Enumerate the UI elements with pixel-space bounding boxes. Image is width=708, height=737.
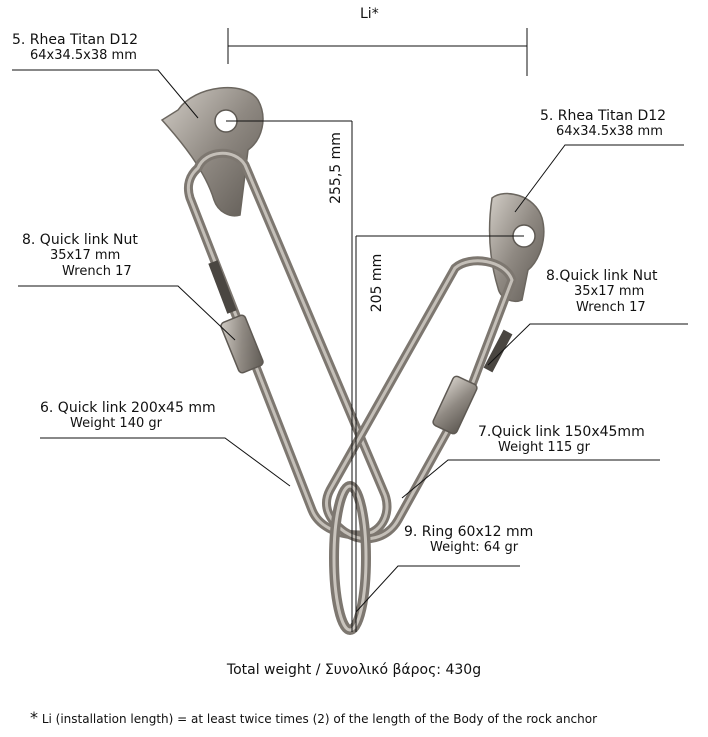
height-dimensions [226, 120, 524, 632]
label-ring-weight: Weight: 64 gr [430, 540, 519, 555]
total-weight: Total weight / Συνολικό βάρος: 430g [226, 662, 482, 678]
label-link-left: 6. Quick link 200x45 mm Weight 140 gr [40, 400, 216, 432]
label-link-left-weight: Weight 140 gr [70, 416, 162, 431]
label-hanger-left-name: 5. Rhea Titan D12 [12, 32, 139, 48]
label-ring: 9. Ring 60x12 mm Weight: 64 gr [404, 524, 533, 556]
li-dimension-label: Li* [360, 6, 379, 22]
label-nut-right-wrench: Wrench 17 [576, 300, 646, 315]
footnote-text: Li (installation length) = at least twic… [41, 712, 598, 726]
label-hanger-right-name: 5. Rhea Titan D12 [540, 108, 667, 124]
label-nut-left: 8. Quick link Nut 35x17 mm Wrench 17 [22, 232, 138, 280]
quick-link-right [322, 256, 517, 544]
footnote: * Li (installation length) = at least tw… [30, 708, 597, 727]
label-link-right-name: 7.Quick link 150x45mm [478, 424, 645, 440]
label-link-right: 7.Quick link 150x45mm Weight 115 gr [478, 424, 645, 456]
label-nut-right: 8.Quick link Nut 35x17 mm Wrench 17 [546, 268, 657, 316]
label-link-right-weight: Weight 115 gr [498, 440, 590, 455]
label-nut-left-size: 35x17 mm [50, 248, 121, 263]
ring [329, 481, 371, 635]
label-link-left-name: 6. Quick link 200x45 mm [40, 400, 216, 416]
label-nut-right-size: 35x17 mm [574, 284, 645, 299]
label-hanger-right: 5. Rhea Titan D12 64x34.5x38 mm [540, 108, 666, 140]
label-hanger-left: 5. Rhea Titan D12 64x34.5x38 mm [12, 32, 138, 64]
height-label-205: 205 mm [369, 253, 385, 313]
height-label-255: 255,5 mm [328, 132, 344, 204]
leader-lines [12, 69, 688, 613]
footnote-star: * [30, 708, 38, 727]
label-nut-right-name: 8.Quick link Nut [546, 268, 658, 284]
nut-left [208, 260, 264, 374]
label-ring-name: 9. Ring 60x12 mm [404, 524, 534, 540]
label-hanger-left-size: 64x34.5x38 mm [30, 48, 137, 63]
quick-link-left [183, 148, 392, 540]
li-dimension [227, 28, 528, 76]
label-nut-left-wrench: Wrench 17 [62, 264, 132, 279]
label-hanger-right-size: 64x34.5x38 mm [556, 124, 663, 139]
label-nut-left-name: 8. Quick link Nut [22, 232, 138, 248]
nut-right [432, 329, 513, 435]
